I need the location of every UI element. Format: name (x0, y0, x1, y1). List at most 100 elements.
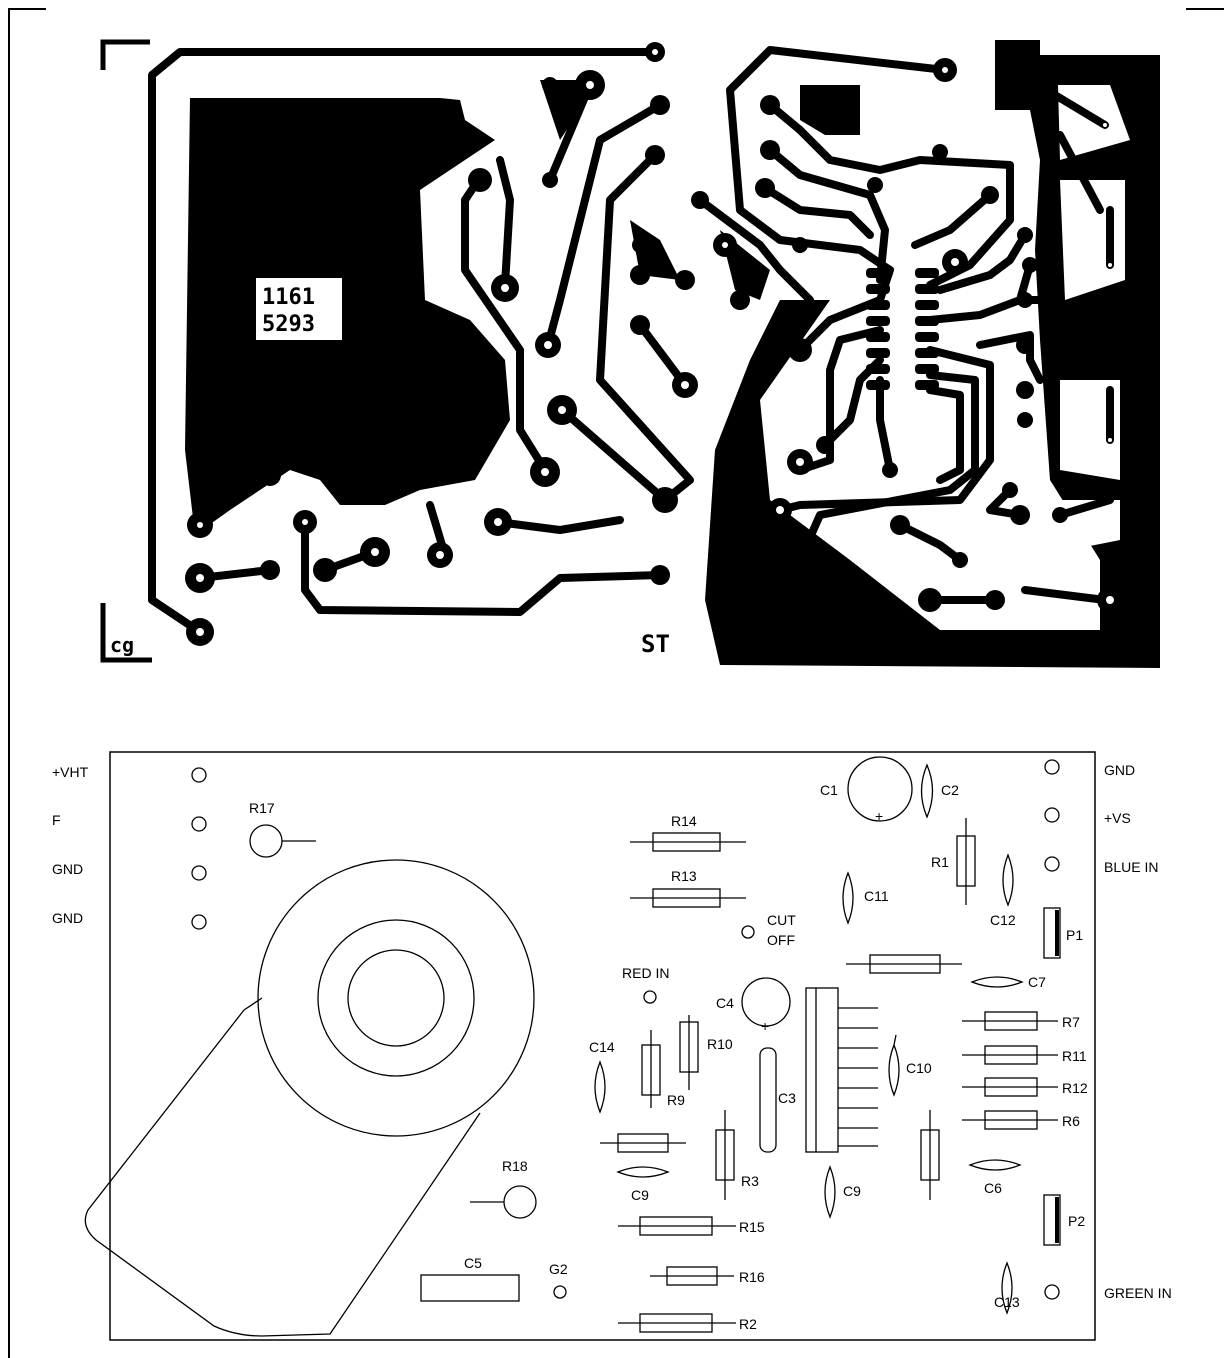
label-red-in: RED IN (622, 965, 669, 981)
transformer-mid-ring (317, 919, 475, 1077)
pcb-trace-view: cg 1161 5293 (100, 39, 1160, 668)
pcb-corner-mark-top (100, 39, 150, 70)
r7-resistor (984, 1011, 1038, 1031)
component-labels: R17 R18 C1 + C2 R1 C11 C12 P1 R14 R13 CU… (249, 782, 1088, 1332)
c11-capacitor (842, 871, 854, 925)
label-off: OFF (767, 932, 795, 948)
label-c1: C1 (820, 782, 838, 798)
r13-resistor (652, 888, 721, 908)
connector-label-gnd-1: GND (52, 861, 83, 877)
r12-resistor (984, 1077, 1038, 1097)
r16-resistor (666, 1266, 718, 1286)
transformer-outer-ring (257, 859, 535, 1137)
pcb-code-line2: 5293 (262, 312, 315, 337)
label-r10: R10 (707, 1036, 733, 1052)
label-r2: R2 (739, 1316, 757, 1332)
label-r6: R6 (1062, 1113, 1080, 1129)
pcb-ground-pour-right (705, 55, 1160, 668)
pcb-copper-top-right (995, 40, 1040, 110)
r10-resistor (679, 1021, 699, 1073)
unlabeled-resistor-top (869, 954, 941, 974)
label-c4: C4 (716, 995, 734, 1011)
pad-cut-off (741, 925, 755, 939)
pad-g2 (553, 1285, 567, 1299)
layout-drawing (84, 756, 1061, 1337)
ic-package (805, 987, 839, 1153)
layout-board-outline (109, 751, 1096, 1341)
c9b-capacitor (824, 1165, 836, 1219)
c14-capacitor (594, 1060, 606, 1114)
label-c6: C6 (984, 1180, 1002, 1196)
label-c3: C3 (778, 1090, 796, 1106)
label-r1: R1 (931, 854, 949, 870)
c2-capacitor (920, 763, 934, 819)
label-cut: CUT (767, 912, 796, 928)
pad-green-in (1044, 1284, 1060, 1300)
label-c7: C7 (1028, 974, 1046, 990)
c12-capacitor (1002, 853, 1014, 907)
label-c9-right: C9 (843, 1183, 861, 1199)
r2-resistor (639, 1313, 713, 1333)
c1-electrolytic (847, 756, 913, 822)
c6-capacitor (968, 1159, 1022, 1171)
label-r16: R16 (739, 1269, 765, 1285)
label-c14: C14 (589, 1039, 615, 1055)
frame-top-left-mark (8, 8, 46, 10)
connector-label-gnd-right: GND (1104, 762, 1135, 778)
c9a-capacitor (616, 1166, 670, 1178)
pcb-st-logo: ST (641, 630, 670, 658)
label-c2: C2 (941, 782, 959, 798)
frame-top-right-mark (1186, 8, 1224, 10)
r18-trimmer (503, 1185, 537, 1219)
pad-vht (191, 767, 207, 783)
label-r18: R18 (502, 1158, 528, 1174)
pcb-ground-pour-left (185, 98, 510, 535)
label-p2: P2 (1068, 1213, 1085, 1229)
label-p1: P1 (1066, 927, 1083, 943)
connector-label-vht: +VHT (52, 764, 89, 780)
r1-resistor (956, 835, 976, 887)
label-c5: C5 (464, 1255, 482, 1271)
c3-capacitor (759, 1047, 777, 1153)
c7-capacitor (970, 976, 1024, 988)
r9-resistor (641, 1044, 661, 1096)
pcb-code-plate (256, 278, 342, 340)
p2-potentiometer (1043, 1194, 1061, 1246)
connector-label-vs: +VS (1104, 810, 1131, 826)
pad-gnd-1 (191, 865, 207, 881)
r3-resistor (715, 1129, 735, 1181)
pad-gnd-right (1044, 759, 1060, 775)
connector-label-green-in: GREEN IN (1104, 1285, 1172, 1301)
r17-trimmer (249, 824, 283, 858)
label-c12: C12 (990, 912, 1016, 928)
pcb-copper-top-mid (800, 85, 860, 135)
r14-resistor (652, 832, 721, 852)
c4-electrolytic (741, 977, 791, 1027)
label-r9: R9 (667, 1092, 685, 1108)
pcb-copper-triangle-a (630, 220, 680, 280)
pcb-code-line1: 1161 (262, 285, 315, 310)
c10-capacitor (888, 1043, 900, 1097)
transformer-bracket (84, 1009, 481, 1337)
pad-blue-in (1044, 856, 1060, 872)
label-r14: R14 (671, 813, 697, 829)
pcb-corner-mark-bottom (100, 603, 152, 663)
connector-label-blue-in: BLUE IN (1104, 859, 1158, 875)
label-c4-plus: + (761, 1018, 769, 1034)
pcb-ic-pads (866, 268, 939, 390)
r6-resistor (984, 1110, 1038, 1130)
unlabeled-resistor-left (617, 1133, 669, 1153)
label-g2: G2 (549, 1261, 568, 1277)
label-c1-plus: + (875, 808, 883, 824)
frame-left-border (8, 8, 10, 1358)
r15-resistor (639, 1216, 713, 1236)
pcb-traces (148, 46, 1114, 644)
c13-capacitor (1001, 1261, 1013, 1315)
label-c9-left: C9 (631, 1187, 649, 1203)
pcb-corner-text: cg (110, 633, 134, 657)
pad-gnd-2 (191, 914, 207, 930)
label-r12: R12 (1062, 1080, 1088, 1096)
pcb-solder-pads (185, 42, 1123, 646)
